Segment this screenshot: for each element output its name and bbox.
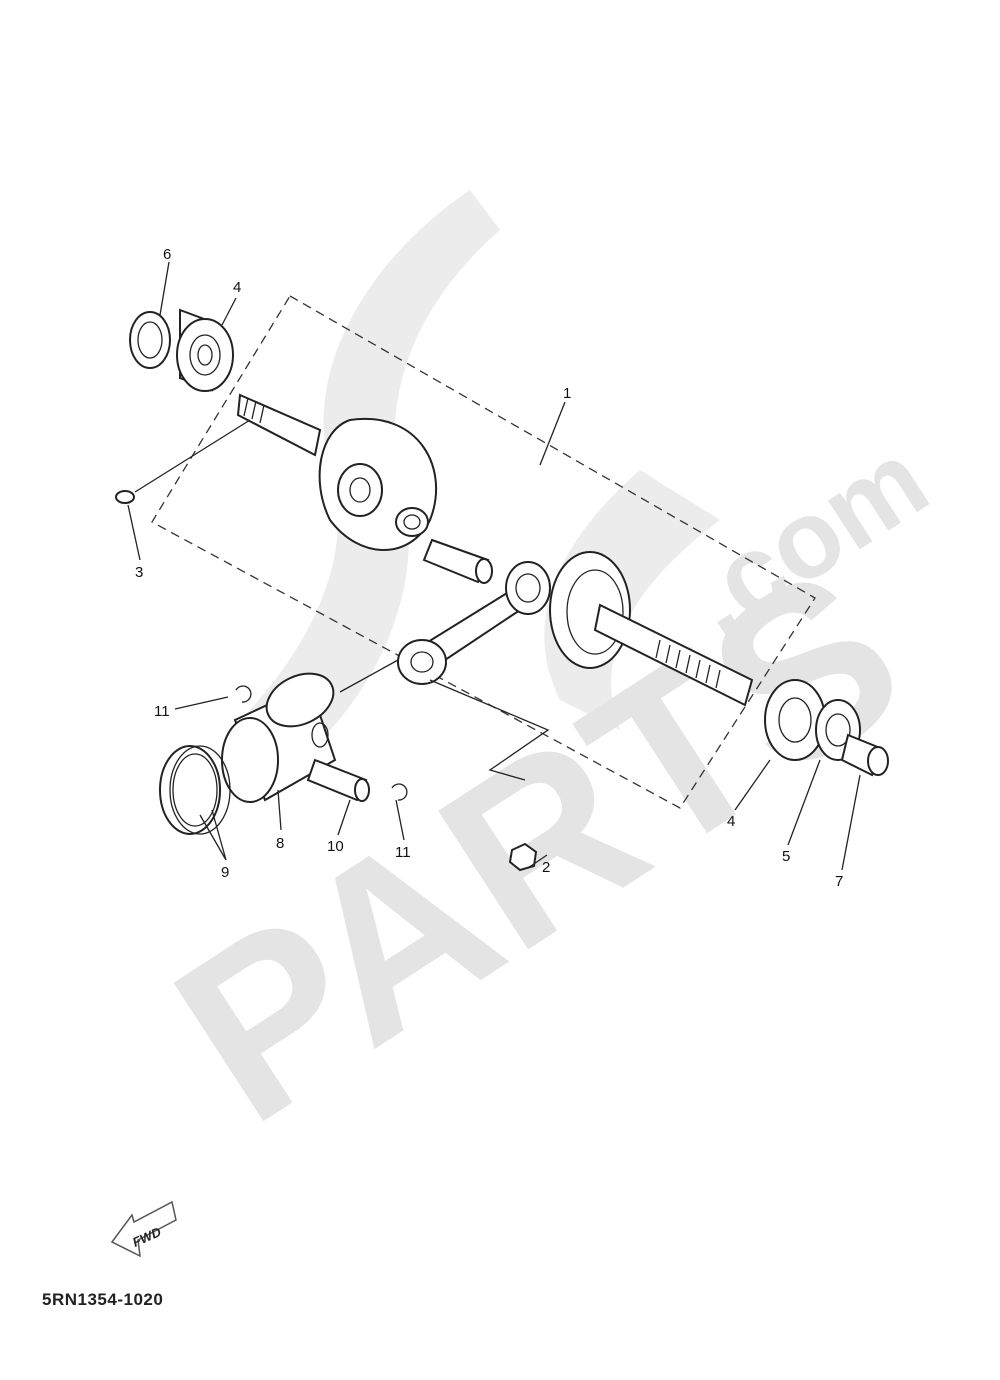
callout-6: 6 bbox=[163, 246, 171, 263]
callout-8: 8 bbox=[276, 835, 284, 852]
callout-9: 9 bbox=[221, 864, 229, 881]
oil-seal-left bbox=[129, 311, 171, 369]
callouts: 1 2 3 4 4 5 6 7 8 9 10 11 11 bbox=[135, 246, 843, 890]
circlip-1 bbox=[235, 685, 252, 703]
callout-3: 3 bbox=[135, 564, 143, 581]
fwd-arrow-icon: FWD bbox=[110, 1200, 177, 1258]
nut bbox=[508, 842, 538, 872]
callout-4: 4 bbox=[727, 813, 735, 830]
callout-5: 5 bbox=[782, 848, 790, 865]
crankshaft-right bbox=[549, 551, 754, 707]
bearing-left bbox=[176, 308, 234, 392]
crank-pin bbox=[422, 538, 493, 584]
watermark: PARTS .com bbox=[132, 190, 948, 1173]
callout-7: 7 bbox=[835, 873, 843, 890]
callout-4: 4 bbox=[233, 279, 241, 296]
callout-2: 2 bbox=[542, 859, 550, 876]
diagram-code: 5RN1354-1020 bbox=[42, 1290, 164, 1309]
connecting-rod bbox=[397, 561, 551, 685]
piston-rings bbox=[159, 745, 231, 835]
bearing-right bbox=[764, 679, 826, 761]
callout-11: 11 bbox=[395, 844, 411, 861]
callout-1: 1 bbox=[563, 385, 571, 402]
leader-lines bbox=[127, 261, 861, 871]
needle-bearing bbox=[395, 507, 429, 537]
woodruff-key bbox=[115, 490, 135, 504]
circlip-2 bbox=[391, 783, 408, 801]
callout-11: 11 bbox=[154, 703, 170, 720]
assembly-outline bbox=[151, 295, 816, 809]
watermark-text: PARTS bbox=[132, 515, 945, 1173]
collar bbox=[840, 733, 889, 777]
piston bbox=[221, 672, 337, 803]
callout-10: 10 bbox=[327, 838, 344, 855]
piston-pin bbox=[306, 758, 370, 802]
